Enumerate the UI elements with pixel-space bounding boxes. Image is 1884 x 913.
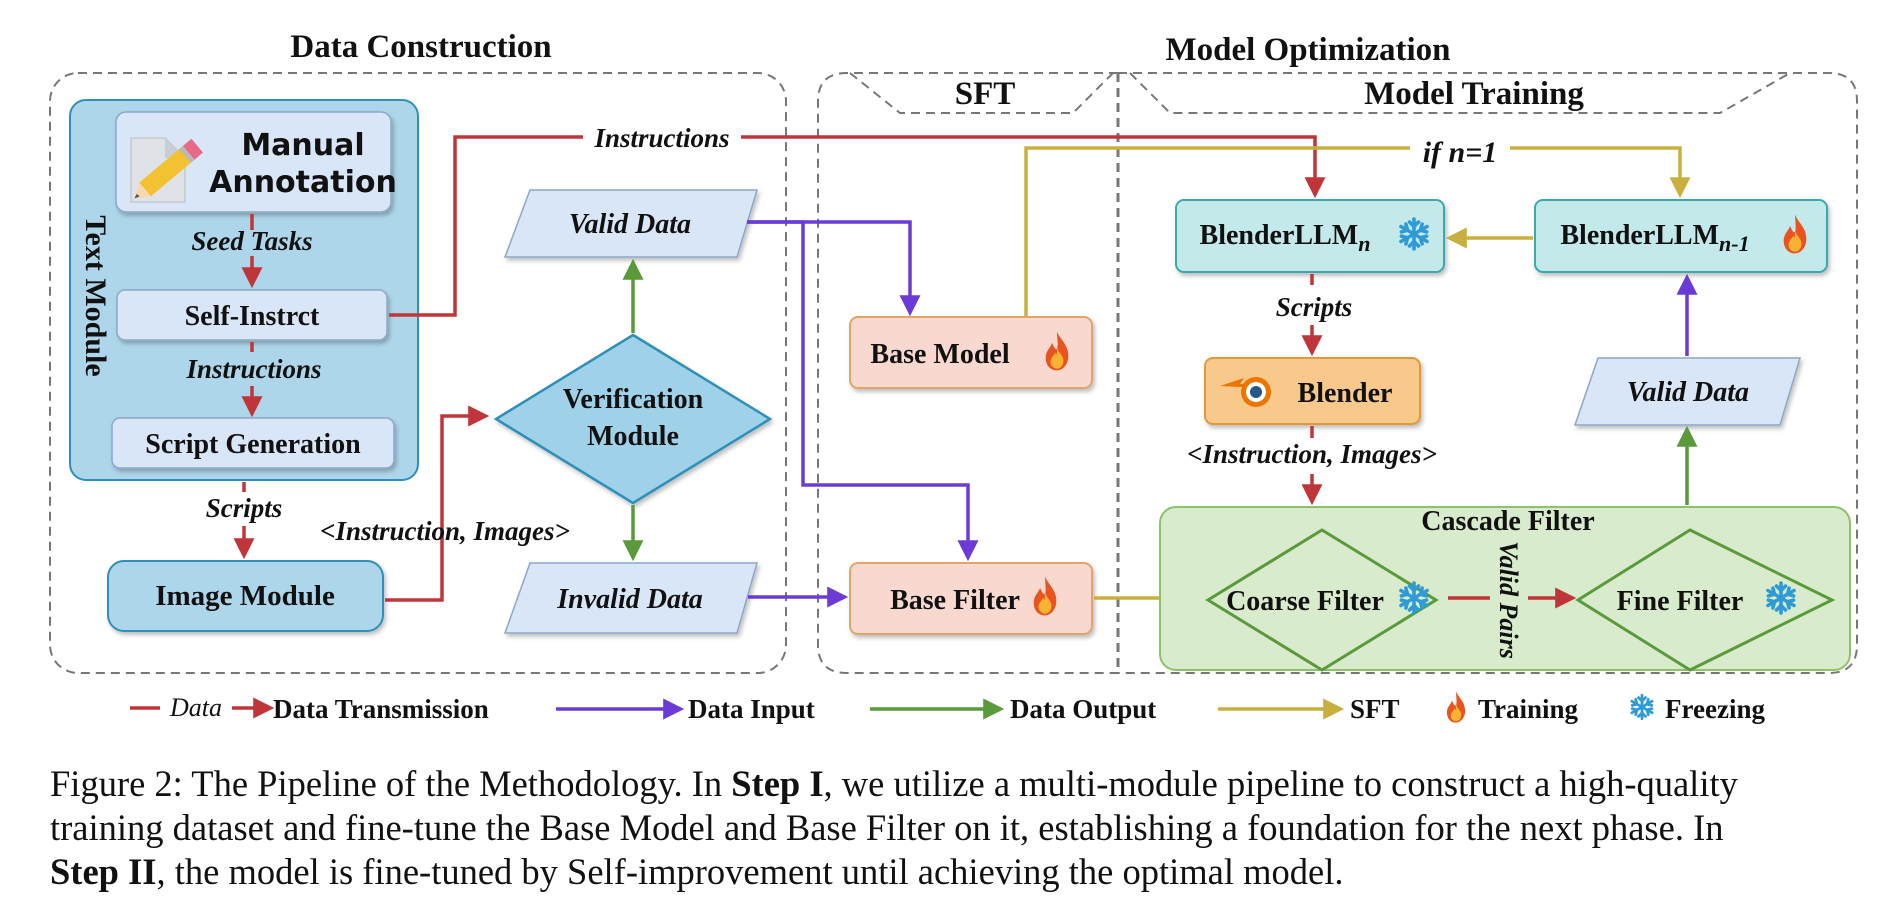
image-module-label: Image Module <box>155 580 335 612</box>
valid-data-right-label: Valid Data <box>1627 377 1749 408</box>
figure-caption: Figure 2: The Pipeline of the Methodolog… <box>50 762 1862 894</box>
blender-llm-n-base: BlenderLLM <box>1200 220 1359 251</box>
fine-filter-label: Fine Filter <box>1617 586 1744 617</box>
blender-llm-n1-sub: n-1 <box>1719 231 1750 256</box>
caption-step-1: Step I <box>731 763 824 804</box>
verification-module-diamond <box>493 333 773 505</box>
legend-sft: SFT <box>1350 694 1400 724</box>
blender-logo-icon <box>1220 377 1271 407</box>
caption-line-2: training dataset and fine-tune the Base … <box>50 807 1724 848</box>
manual-annotation-line2: Annotation <box>209 165 397 200</box>
invalid-data-box <box>503 562 758 634</box>
coarse-filter-label: Coarse Filter <box>1226 586 1384 617</box>
blender-llm-n-sub: n <box>1358 231 1370 256</box>
seed-tasks-label: Seed Tasks <box>191 226 312 256</box>
blender-llm-n-box <box>1175 199 1445 273</box>
data-construction-frame <box>49 72 787 674</box>
manual-annotation-line1: Manual <box>241 128 364 163</box>
sft-tab <box>849 72 1114 114</box>
instructions-label-top: Instructions <box>593 123 729 153</box>
script-generation-box <box>111 417 395 469</box>
caption-line-3: Step II, the model is fine-tuned by Self… <box>50 850 1862 894</box>
blender-llm-n1-box <box>1534 199 1828 273</box>
model-training-tab <box>1129 72 1791 114</box>
section-model-optimization: Model Optimization <box>1165 32 1450 68</box>
self-instruct-box <box>116 289 388 341</box>
section-model-training: Model Training <box>1364 76 1584 112</box>
text-module-title: Text Module <box>79 215 112 376</box>
scripts-label-right: Scripts <box>1276 292 1353 322</box>
section-data-construction: Data Construction <box>290 29 551 65</box>
blender-llm-n1-base: BlenderLLM <box>1560 220 1719 251</box>
blender-llm-n-label: BlenderLLMn <box>1200 220 1371 256</box>
caption-step-2: Step II <box>50 851 157 892</box>
instructions-label-left: Instructions <box>185 354 321 384</box>
fire-icon <box>1446 691 1466 723</box>
self-instruct-label: Self-Instrct <box>185 301 320 332</box>
valid-data-right-box <box>1573 357 1802 426</box>
image-module-box <box>107 560 384 632</box>
instruction-images-label-right: <Instruction, Images> <box>1187 439 1437 469</box>
if-n1-label: if n=1 <box>1423 136 1498 169</box>
blender-label: Blender <box>1298 378 1393 409</box>
legend-freezing: Freezing <box>1665 694 1765 724</box>
section-sft: SFT <box>955 76 1016 112</box>
caption-line-1: Figure 2: The Pipeline of the Methodolog… <box>50 762 1862 806</box>
base-filter-label: Base Filter <box>890 585 1020 616</box>
pencil-icon <box>130 137 204 203</box>
legend-data-input: Data Input <box>688 694 815 724</box>
sft-frame <box>817 72 1118 674</box>
caption-line1-a: Figure 2: The Pipeline of the Methodolog… <box>50 763 732 804</box>
verification-label-line1: Verification <box>563 384 704 415</box>
caption-line3-b: , the model is fine-tuned by Self-improv… <box>156 851 1344 892</box>
coarse-filter-diamond <box>1205 528 1439 672</box>
legend-data-output: Data Output <box>1010 694 1156 724</box>
legend-data-word: Data <box>169 693 222 722</box>
blender-llm-n1-label: BlenderLLMn-1 <box>1560 220 1749 256</box>
legend: Data Data Transmission Data Input Data O… <box>130 690 1765 724</box>
base-model-box <box>849 316 1093 389</box>
caption-line1-c: , we utilize a multi-module pipeline to … <box>823 763 1738 804</box>
valid-data-left-box <box>503 189 759 258</box>
verification-label-line2: Module <box>587 421 679 452</box>
legend-data-transmission: Data Transmission <box>273 694 489 724</box>
fine-filter-diamond <box>1575 528 1836 672</box>
valid-data-left-label: Valid Data <box>569 209 691 240</box>
legend-training: Training <box>1478 694 1579 724</box>
pipeline-diagram: Data Construction Model Optimization SFT… <box>49 29 1858 724</box>
snowflake-icon <box>1630 693 1654 721</box>
instruction-images-label-left: <Instruction, Images> <box>320 516 570 546</box>
scripts-label-left: Scripts <box>206 493 283 523</box>
invalid-data-label: Invalid Data <box>556 584 702 615</box>
blender-box <box>1204 357 1421 425</box>
script-generation-label: Script Generation <box>145 429 361 460</box>
valid-pairs-label: Valid Pairs <box>1494 541 1523 659</box>
base-model-label: Base Model <box>870 339 1009 370</box>
base-filter-box <box>849 562 1093 635</box>
model-training-frame <box>1118 72 1858 674</box>
cascade-filter-label: Cascade Filter <box>1421 506 1594 537</box>
